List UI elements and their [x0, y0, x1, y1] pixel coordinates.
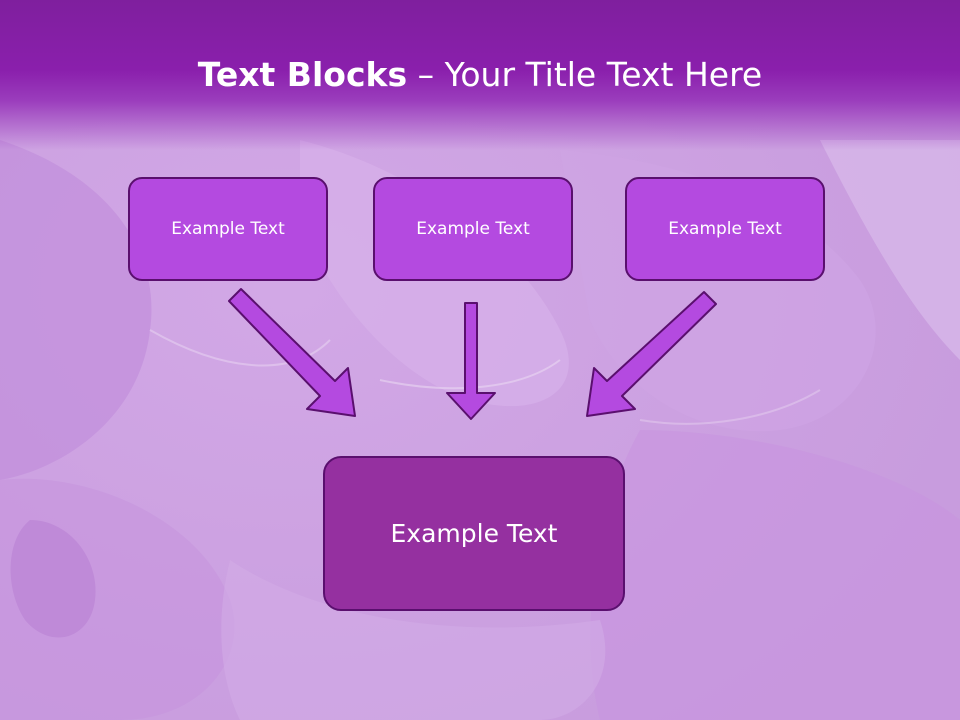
text-block-1: Example Text [128, 177, 328, 281]
title-separator: – [407, 55, 445, 94]
text-block-3-label: Example Text [668, 219, 782, 239]
text-block-2-label: Example Text [416, 219, 530, 239]
arrow-middle [446, 302, 496, 420]
title-bold: Text Blocks [197, 55, 408, 94]
text-block-main-label: Example Text [390, 519, 558, 548]
text-block-3: Example Text [625, 177, 825, 281]
arrow-left [228, 288, 356, 417]
arrow-right [586, 291, 717, 417]
text-block-main: Example Text [323, 456, 625, 611]
text-block-2: Example Text [373, 177, 573, 281]
slide-title: Text Blocks – Your Title Text Here [0, 52, 960, 98]
title-band [0, 0, 960, 150]
text-block-1-label: Example Text [171, 219, 285, 239]
title-rest: Your Title Text Here [444, 55, 763, 94]
